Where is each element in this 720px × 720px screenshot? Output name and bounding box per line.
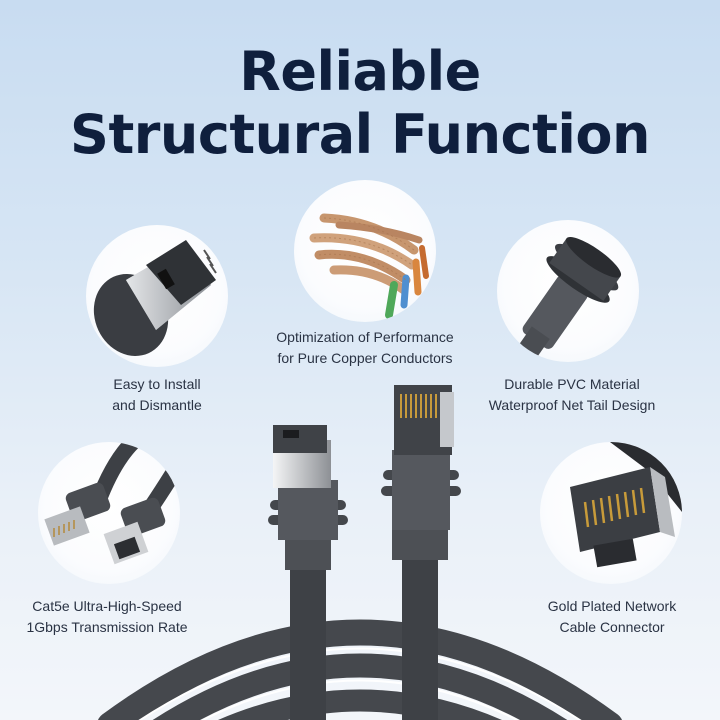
- feature-caption-gold: Gold Plated Network Cable Connector: [547, 598, 677, 635]
- gold-plated-connector-icon: [540, 442, 682, 584]
- headline-line-2: Structural Function: [70, 103, 650, 166]
- headline-line-1: Reliable: [239, 40, 481, 103]
- cable-pair-connectors-icon: [38, 442, 180, 584]
- feature-caption-cat5e: Cat5e Ultra-High-Speed 1Gbps Transmissio…: [26, 598, 188, 635]
- copper-conductors-icon: [294, 180, 436, 322]
- central-cable-illustration: [0, 380, 720, 720]
- feature-caption-pvc: Durable PVC Material Waterproof Net Tail…: [488, 376, 656, 413]
- rj45-plug-clip-icon: [86, 225, 228, 367]
- feature-caption-copper: Optimization of Performance for Pure Cop…: [276, 329, 454, 366]
- feature-caption-install: Easy to Install and Dismantle: [112, 376, 202, 413]
- pvc-boot-tail-icon: [497, 220, 639, 362]
